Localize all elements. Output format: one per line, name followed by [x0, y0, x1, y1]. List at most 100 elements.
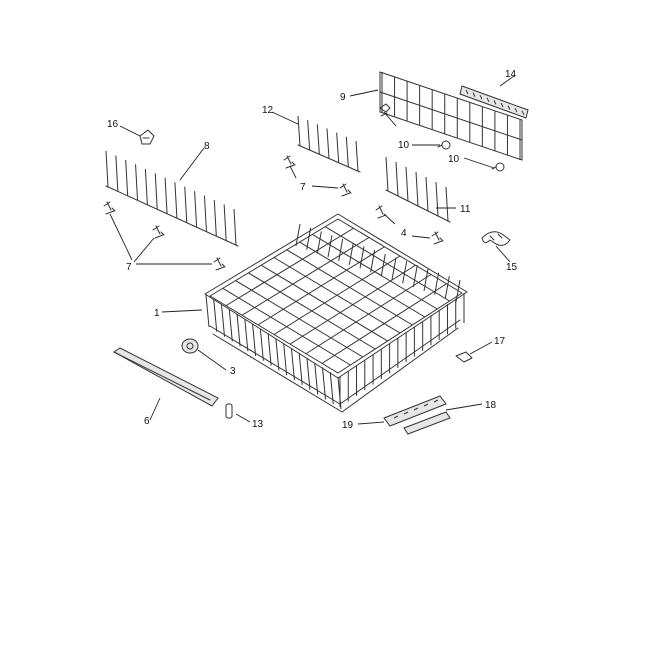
rack-grid-wire [273, 255, 401, 335]
rail-tooth [479, 94, 483, 100]
callout-9: 9 [340, 92, 346, 103]
rack-back-wire [455, 279, 461, 303]
tine-wire [326, 128, 330, 159]
rack-wire [267, 333, 272, 366]
rack-wire [228, 309, 233, 342]
cap-rib [433, 399, 439, 403]
callout-6: 6 [144, 416, 150, 427]
rack-wire [314, 362, 319, 395]
part-7-hinge-b [339, 183, 352, 197]
rail-tooth [500, 102, 504, 108]
rack-wire [213, 299, 218, 332]
tine-wire [125, 159, 129, 196]
tine-wire [174, 182, 178, 219]
tine-wire [164, 177, 168, 214]
rail-tooth [514, 107, 518, 113]
callout-10-lower: 10 [448, 154, 460, 165]
panel-wire [379, 91, 523, 141]
tine-wire [405, 166, 409, 202]
rack-back-wire [434, 272, 440, 295]
part-7-hinge-a [283, 155, 296, 169]
tine-wire [355, 140, 359, 172]
rack-wire [321, 367, 326, 400]
callout-1: 1 [154, 308, 160, 319]
tine-wire [203, 195, 207, 232]
rack-back-wire [444, 276, 450, 299]
tine-wire [194, 191, 198, 228]
tine-wire [425, 176, 429, 212]
part-6-front-rail [113, 347, 219, 407]
tine-wire [154, 173, 158, 210]
callout-3: 3 [230, 366, 236, 377]
part-10-clip-upper [437, 140, 451, 150]
part-9-rear-tine-panel [379, 71, 523, 161]
tine-wire [445, 186, 449, 222]
part-17-rear-hinge [455, 351, 473, 363]
tine-wire [233, 208, 237, 246]
callout-19: 19 [342, 420, 354, 431]
part-12-tine-row-middle [297, 115, 361, 173]
rack-back-wire [348, 242, 354, 265]
callout-12: 12 [262, 105, 274, 116]
rail-tooth [465, 89, 469, 95]
rack-grid-wire [289, 264, 416, 345]
part-4-hinge-b [431, 231, 444, 245]
tine-wire [297, 115, 301, 147]
tine-wire [385, 156, 389, 192]
rack-wire [244, 319, 249, 352]
part-14-top-rail [459, 85, 529, 119]
rack-wire [236, 314, 241, 347]
callout-7-lower: 7 [126, 262, 132, 273]
callout-13: 13 [252, 419, 264, 430]
callout-8: 8 [204, 141, 210, 152]
tine-wire [345, 136, 349, 167]
rack-wire [252, 323, 257, 356]
part-15-bracket [481, 231, 511, 246]
rack-back-wire [295, 223, 301, 247]
callout-14: 14 [505, 69, 517, 80]
callout-15: 15 [506, 262, 518, 273]
rack-back-wire [402, 261, 408, 284]
tine-wire [336, 132, 340, 163]
tine-wire [184, 186, 188, 223]
rack-back-wire [338, 238, 344, 262]
rack-back-wire [412, 264, 418, 288]
part-10-clip-small [379, 103, 391, 117]
rack-wire [290, 348, 295, 381]
callout-labels: 16 8 12 9 14 10 10 7 11 4 15 7 1 3 17 6 … [107, 69, 518, 431]
rack-wire [275, 338, 280, 371]
callout-11: 11 [460, 204, 471, 215]
cap-rib [403, 411, 409, 415]
rack-back-wire [306, 227, 312, 250]
cap-rib [393, 415, 399, 419]
rack-wire [306, 357, 311, 390]
part-10-clip-lower [491, 162, 505, 172]
rack-grid-wire [241, 237, 370, 316]
part-1-rack-basket [204, 213, 468, 413]
leader-lines [109, 75, 515, 425]
tine-wire [144, 168, 148, 205]
callout-17: 17 [494, 336, 506, 347]
rail-tooth [493, 100, 497, 105]
callout-18: 18 [485, 400, 497, 411]
part-11-tine-row-right [385, 156, 451, 223]
part-19-end-cap [383, 395, 447, 427]
tine-wire [115, 155, 119, 192]
tine-wire [307, 120, 311, 151]
rack-back-wire [370, 250, 376, 273]
tine-wire [223, 204, 227, 241]
rack-back-wire [327, 235, 333, 258]
cap-rib [423, 403, 429, 407]
callout-4: 4 [401, 228, 407, 239]
rack-wire [298, 352, 303, 385]
part-13-stop-clip [225, 403, 233, 419]
rail-tooth [472, 92, 476, 97]
rack-back-wire [423, 268, 429, 291]
part-8-tine-row-left [105, 150, 239, 247]
part-7-hinge-c [103, 201, 116, 215]
tine-wire [213, 200, 217, 237]
rack-grid-wire [321, 283, 447, 364]
part-18-end-cap [403, 411, 451, 435]
rail-tooth [521, 110, 525, 116]
